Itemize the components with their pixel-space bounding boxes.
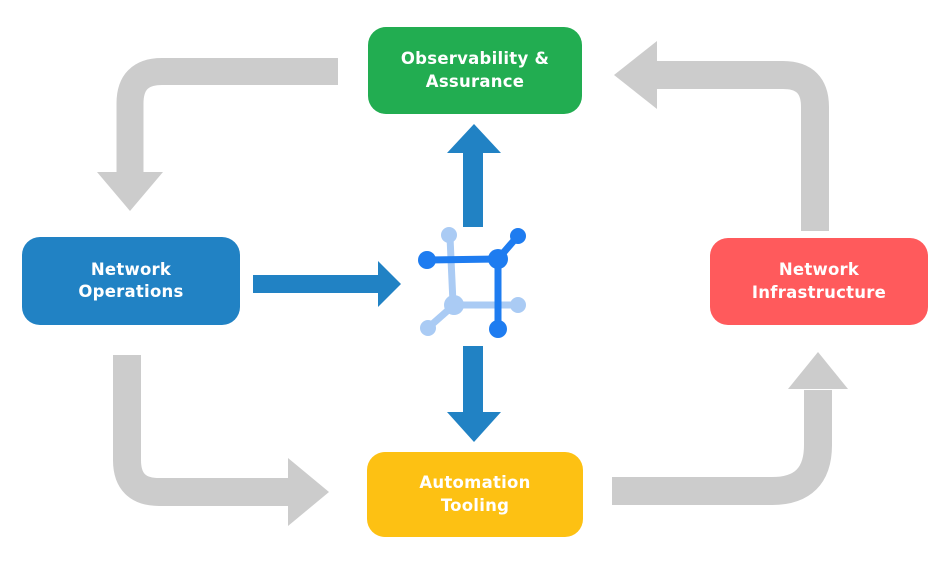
arrow-operations-to-hub bbox=[253, 261, 401, 307]
hub-node-icon bbox=[510, 297, 526, 313]
arrow-observability-to-operations bbox=[97, 58, 338, 211]
arrow-head-right-icon bbox=[288, 458, 329, 526]
hub-line-top-icon bbox=[424, 255, 502, 264]
arrow-hub-to-observability bbox=[447, 124, 501, 227]
hub-node-icon bbox=[510, 228, 526, 244]
arrow-shaft bbox=[657, 61, 829, 231]
node-automation-tooling: Automation Tooling bbox=[367, 452, 583, 537]
arrow-head-down-icon bbox=[97, 172, 163, 211]
arrow-head-down-icon bbox=[447, 412, 501, 442]
node-network-infrastructure: Network Infrastructure bbox=[710, 238, 928, 325]
arrow-operations-to-automation bbox=[113, 355, 329, 526]
arrow-infrastructure-to-observability bbox=[614, 41, 829, 231]
arrow-head-right-icon bbox=[378, 261, 401, 307]
hub-line-left-icon bbox=[446, 233, 457, 307]
arrow-shaft bbox=[113, 355, 289, 506]
arrow-head-up-icon bbox=[447, 124, 501, 153]
hub-node-icon bbox=[420, 320, 436, 336]
node-observability-assurance: Observability & Assurance bbox=[368, 27, 582, 114]
arrow-automation-to-infrastructure bbox=[612, 352, 848, 505]
hub-node-icon bbox=[418, 251, 436, 269]
node-network-operations: Network Operations bbox=[22, 237, 240, 325]
hub-node-icon bbox=[441, 227, 457, 243]
arrow-shaft bbox=[612, 390, 832, 505]
arrow-head-up-icon bbox=[788, 352, 848, 389]
network-hub-icon bbox=[418, 227, 526, 338]
arrow-head-left-icon bbox=[614, 41, 657, 109]
hub-node-icon bbox=[444, 295, 464, 315]
arrow-shaft bbox=[116, 58, 338, 173]
hub-node-icon bbox=[489, 320, 507, 338]
hub-node-icon bbox=[488, 249, 508, 269]
arrow-hub-to-automation bbox=[447, 346, 501, 442]
